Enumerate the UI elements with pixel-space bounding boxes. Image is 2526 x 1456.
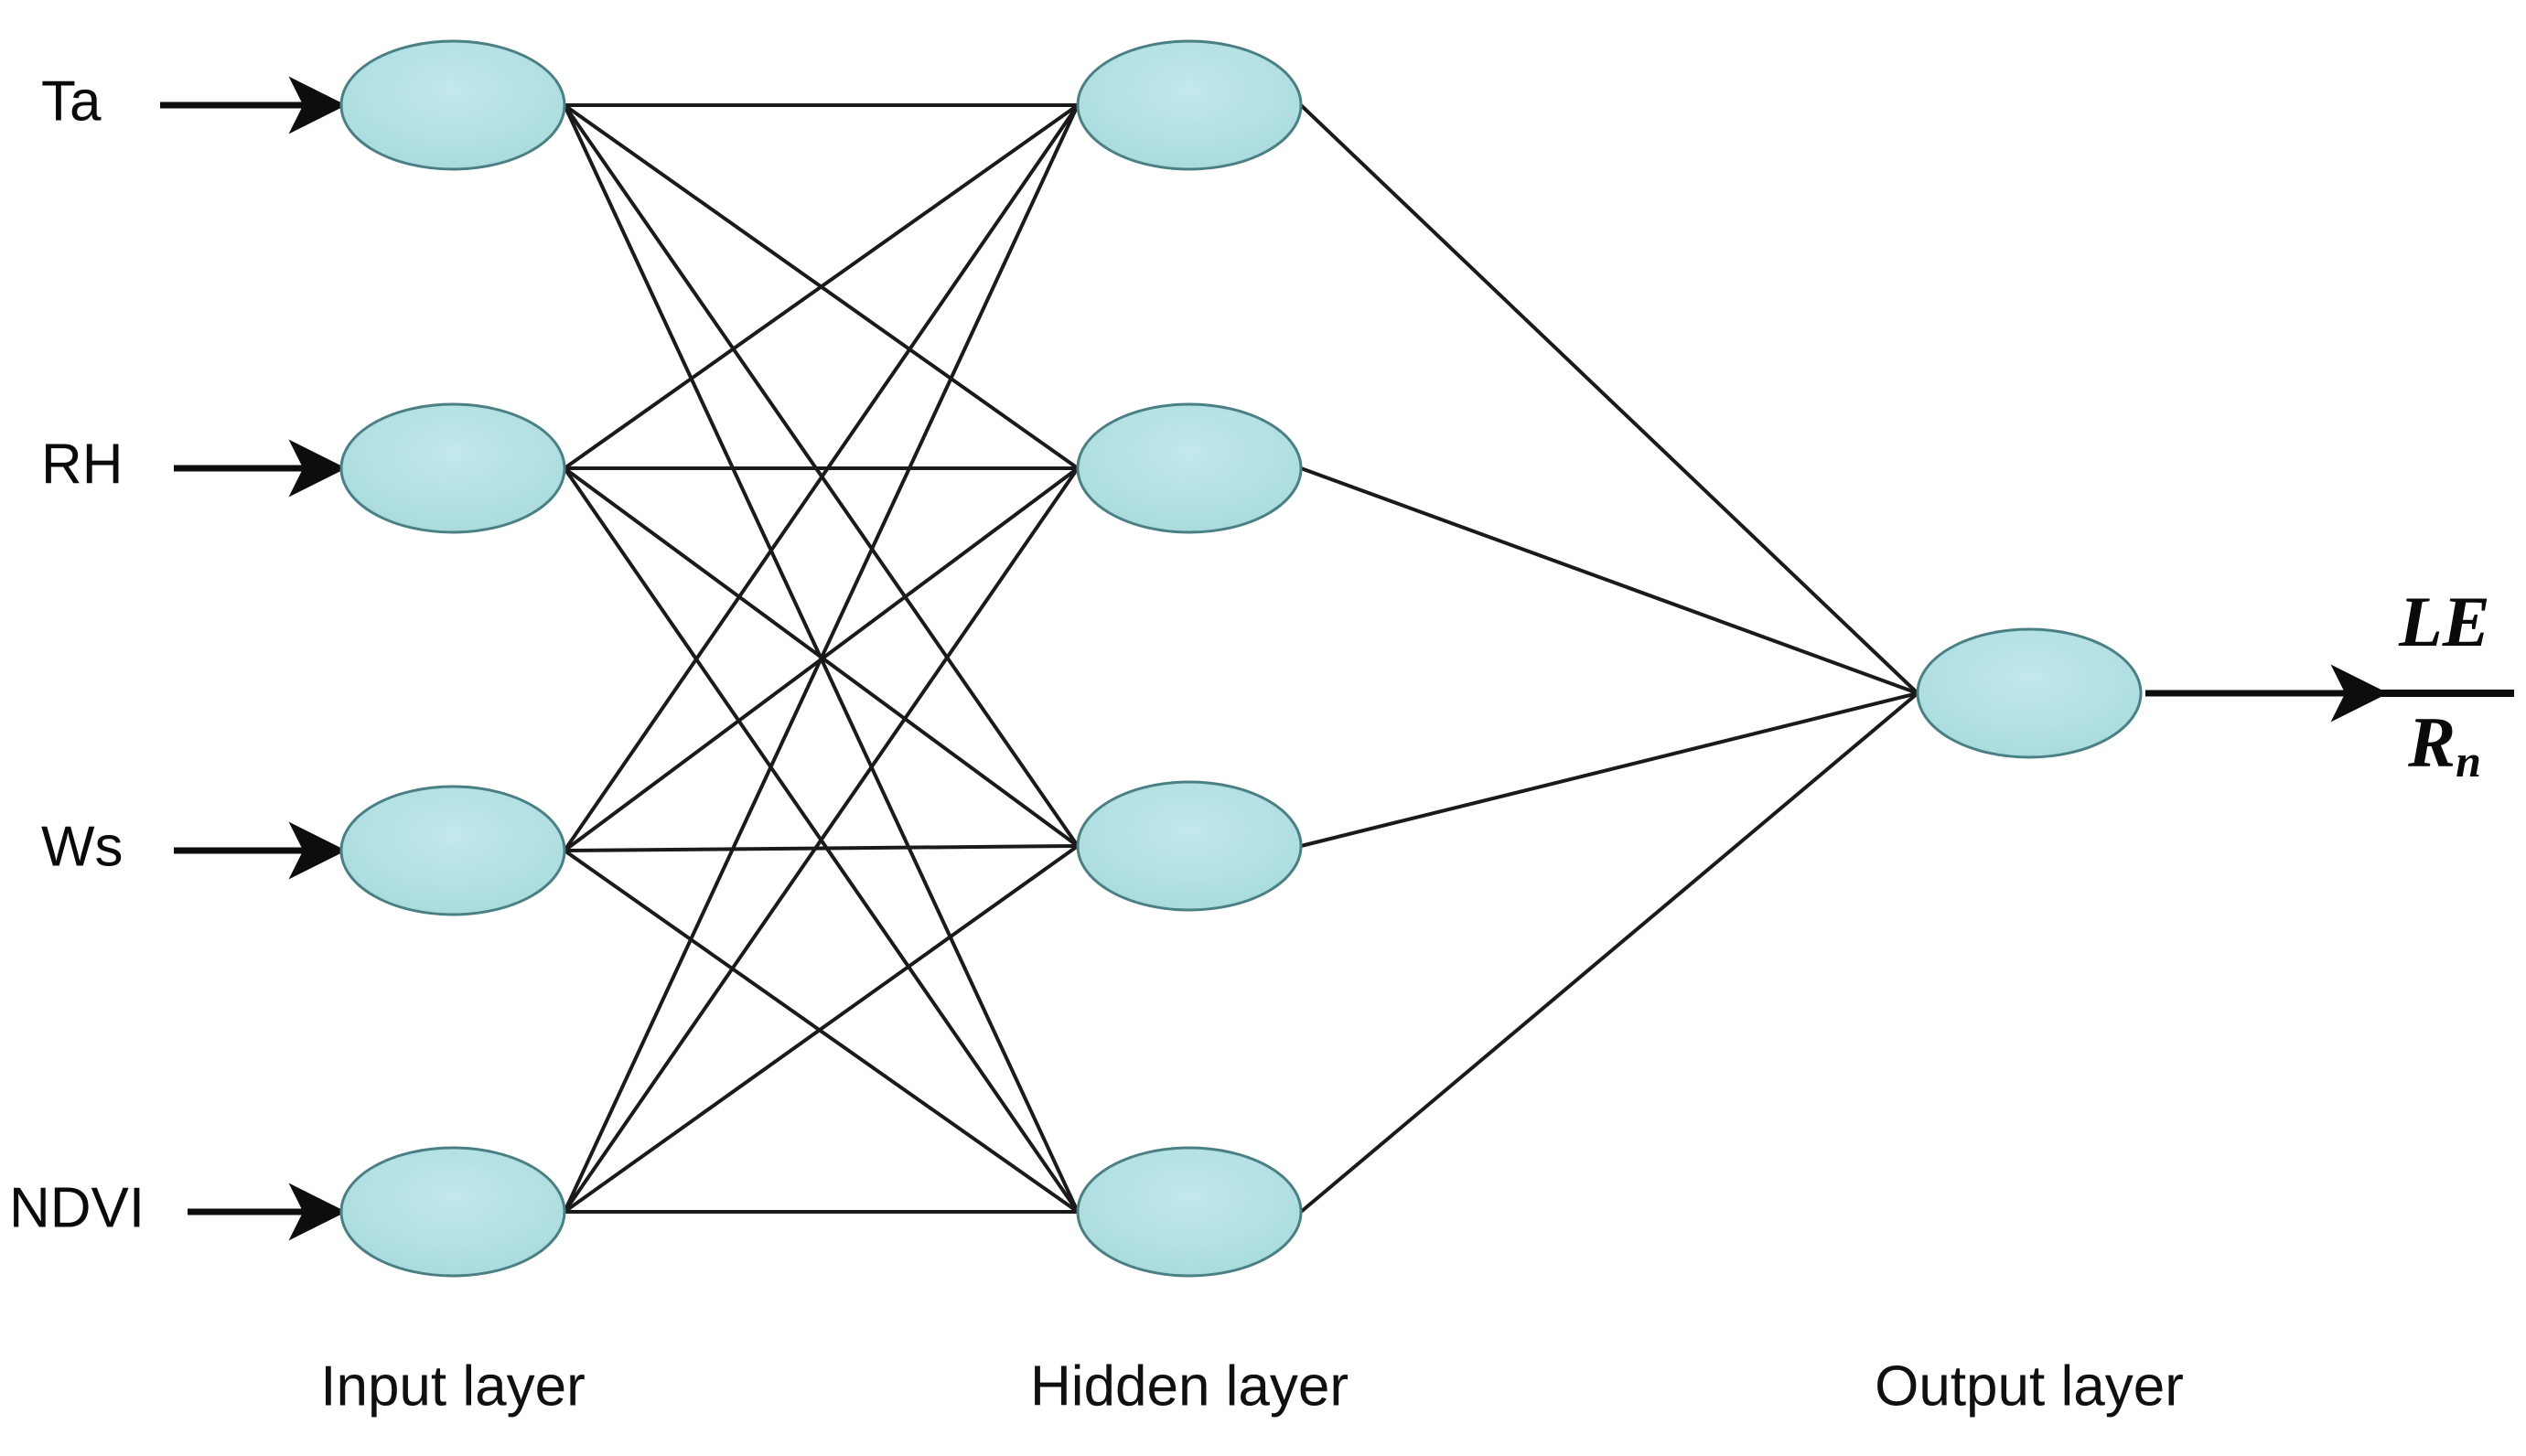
input-label-in-4: NDVI <box>9 1176 145 1239</box>
input-layer-nodes <box>339 39 566 1278</box>
connection-hid3-out1 <box>1300 691 1919 848</box>
output-expression-group: LE Rn <box>2145 582 2514 787</box>
layer-caption-hidden: Hidden layer <box>1030 1354 1349 1418</box>
input-label-in-1: Ta <box>41 70 102 133</box>
connection-in3-hid1 <box>563 103 1080 852</box>
hidden-layer-nodes <box>1076 39 1303 1278</box>
layer-caption-input: Input layer <box>320 1354 586 1418</box>
denominator-base: R <box>2407 702 2456 782</box>
input-label-in-3: Ws <box>41 815 124 878</box>
connection-in4-hid2 <box>563 466 1080 1214</box>
input-node-1[interactable] <box>339 39 566 171</box>
input-arrows-group <box>160 76 347 1241</box>
output-layer-nodes <box>1916 627 2143 759</box>
input-label-in-2: RH <box>41 433 124 496</box>
output-node-1[interactable] <box>1916 627 2143 759</box>
output-fraction-numerator: LE <box>2398 582 2490 661</box>
input-node-3[interactable] <box>339 785 566 916</box>
hidden-node-4[interactable] <box>1076 1146 1303 1278</box>
edges-input-to-hidden <box>563 103 1080 1214</box>
denominator-subscript: n <box>2456 735 2481 787</box>
connection-in3-hid4 <box>563 849 1080 1214</box>
connection-in4-hid3 <box>563 844 1080 1214</box>
connection-in4-hid1 <box>563 104 1080 1213</box>
connection-hid1-out1 <box>1299 103 1919 695</box>
input-node-2[interactable] <box>339 402 566 534</box>
edges-hidden-to-output <box>1299 103 1919 1214</box>
connection-in3-hid3 <box>564 844 1079 852</box>
connection-hid2-out1 <box>1300 466 1919 695</box>
layer-captions-group: Input layer Hidden layer Output layer <box>320 1354 2184 1418</box>
input-node-4[interactable] <box>339 1146 566 1278</box>
hidden-node-3[interactable] <box>1076 780 1303 912</box>
output-fraction-denominator: Rn <box>2407 702 2481 787</box>
hidden-node-2[interactable] <box>1076 402 1303 534</box>
hidden-node-1[interactable] <box>1076 39 1303 171</box>
connection-in2-hid1 <box>563 103 1080 470</box>
connection-hid4-out1 <box>1299 691 1919 1214</box>
layer-caption-output: Output layer <box>1875 1354 2184 1418</box>
